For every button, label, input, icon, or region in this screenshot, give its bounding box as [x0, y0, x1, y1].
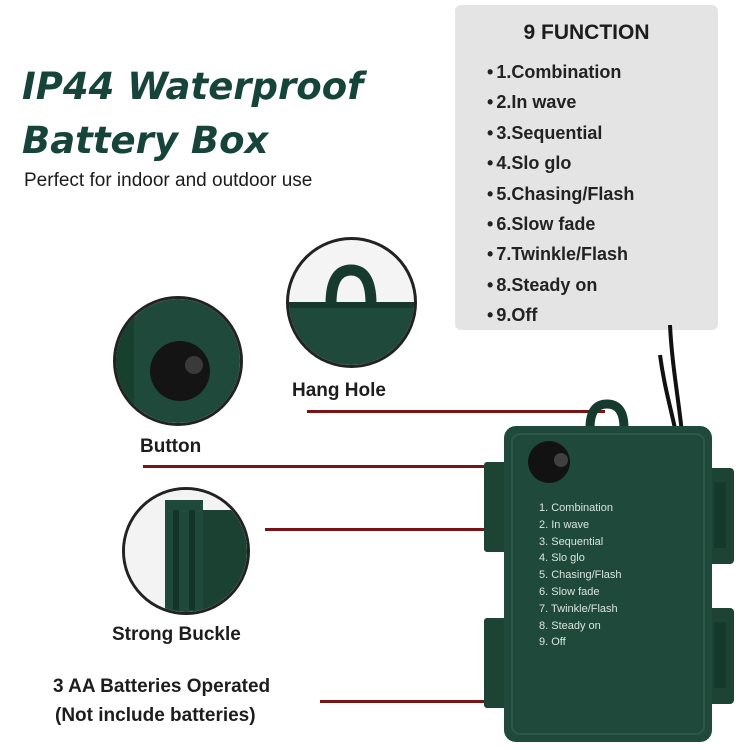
box-printed-item: 6. Slow fade	[539, 585, 600, 598]
box-printed-item: 5. Chasing/Flash	[539, 569, 622, 582]
cable-icon	[658, 325, 684, 434]
batteries-label-line-2: (Not include batteries)	[55, 705, 256, 726]
battery-box	[484, 399, 734, 742]
function-panel: 9 FUNCTION 1.Combination 2.In wave 3.Seq…	[455, 5, 718, 330]
function-item: 2.In wave	[487, 87, 634, 117]
function-item: 9.Off	[487, 300, 634, 330]
buckle-zoom	[122, 487, 250, 615]
batteries-callout-line	[320, 700, 595, 703]
hang-hole-callout-line	[307, 410, 605, 413]
buckle-callout-line	[265, 528, 497, 531]
hang-hole-zoom	[286, 237, 417, 368]
function-item: 4.Slo glo	[487, 148, 634, 178]
box-printed-item: 8. Steady on	[539, 619, 601, 632]
button-callout-line	[143, 465, 533, 468]
function-item: 5.Chasing/Flash	[487, 179, 634, 209]
box-printed-item: 1. Combination	[539, 502, 613, 514]
function-item: 8.Steady on	[487, 270, 634, 300]
function-item: 1.Combination	[487, 57, 634, 87]
box-printed-item: 4. Slo glo	[539, 552, 585, 565]
button-label: Button	[140, 436, 202, 457]
function-item: 7.Twinkle/Flash	[487, 239, 634, 269]
title-line-1: IP44 Waterproof	[22, 65, 364, 108]
title-line-2: Battery Box	[22, 119, 269, 162]
button-detail-icon	[116, 299, 240, 423]
hang-hole-label: Hang Hole	[292, 380, 386, 401]
button-zoom	[113, 296, 243, 426]
box-printed-item: 3. Sequential	[539, 535, 604, 548]
function-item: 6.Slow fade	[487, 209, 634, 239]
batteries-label-line-1: 3 AA Batteries Operated	[53, 676, 271, 697]
function-panel-title: 9 FUNCTION	[523, 21, 650, 44]
box-printed-list: 1. Combination 2. In wave 3. Sequential …	[539, 500, 622, 651]
subtitle: Perfect for indoor and outdoor use	[24, 170, 313, 191]
title: IP44 Waterproof Battery Box	[22, 60, 363, 168]
box-printed-item: 2. In wave	[539, 518, 590, 531]
strong-buckle-label: Strong Buckle	[112, 624, 241, 645]
function-list: 1.Combination 2.In wave 3.Sequential 4.S…	[487, 57, 634, 331]
box-printed-item: 9. Off	[539, 636, 566, 649]
box-printed-item: 7. Twinkle/Flash	[539, 602, 618, 615]
hang-hole-detail-icon	[289, 264, 414, 365]
function-item: 3.Sequential	[487, 118, 634, 148]
buckle-detail-icon	[125, 490, 247, 612]
